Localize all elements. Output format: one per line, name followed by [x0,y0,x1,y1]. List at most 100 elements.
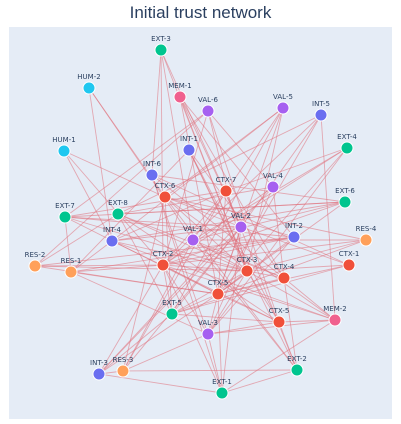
node-INT-6[interactable] [145,168,159,182]
node-CTX-5[interactable] [211,287,225,301]
edge-EXT-7-RES-1 [64,216,72,273]
edge-INT-2-CTX-2 [162,236,295,266]
node-VAL-6[interactable] [201,104,215,118]
chart-title: Initial trust network [129,3,272,22]
node-MEM-1[interactable] [173,90,187,104]
edge-CTX-6-INT-2 [164,196,295,238]
node-label-EXT-2: EXT-2 [287,355,307,363]
node-RES-1[interactable] [64,265,78,279]
node-EXT-7[interactable] [58,210,72,224]
node-label-CTX-5b: CTX-5 [269,307,290,315]
node-EXT-5[interactable] [165,307,179,321]
node-VAL-5[interactable] [276,101,290,115]
edge-HUM-2-VAL-1 [88,87,194,241]
edge-EXT-7-VAL-2 [64,216,242,228]
edge-RES-1-CTX-2 [70,264,164,273]
node-INT-4[interactable] [105,234,119,248]
edge-CTX-5-EXT-5 [171,293,219,315]
edge-EXT-8-CTX-4 [117,213,285,279]
node-MEM-2[interactable] [328,313,342,327]
node-label-EXT-7: EXT-7 [55,202,75,210]
node-INT-3[interactable] [92,367,106,381]
edge-CTX-7-RES-3 [122,190,227,372]
edge-VAL-2-RES-3 [122,226,242,372]
node-CTX-6[interactable] [158,190,172,204]
node-VAL-1[interactable] [186,233,200,247]
edge-CTX-5-CTX-5b [217,293,280,323]
node-label-MEM-2: MEM-2 [323,305,346,313]
node-label-RES-2: RES-2 [25,251,46,259]
edge-INT-5-EXT-8 [117,114,322,215]
edge-CTX-7-EXT-2 [225,190,298,371]
edge-EXT-8-RES-2 [34,213,119,267]
node-EXT-2[interactable] [290,363,304,377]
edge-RES-3-CTX-6 [122,196,166,372]
edge-VAL-2-INT-4 [111,226,242,242]
edge-EXT-2-EXT-1 [221,369,298,394]
edge-INT-6-EXT-6 [151,174,346,203]
edge-EXT-3-CTX-2 [160,49,164,266]
node-HUM-1[interactable] [57,144,71,158]
node-CTX-5b[interactable] [272,315,286,329]
node-RES-3[interactable] [116,364,130,378]
edge-VAL-1-RES-3 [122,239,194,372]
node-INT-2[interactable] [287,230,301,244]
edge-CTX-1-VAL-2 [240,226,350,266]
edge-VAL-4-INT-3 [98,186,274,375]
node-label-CTX-3: CTX-3 [237,256,258,264]
node-EXT-1[interactable] [215,386,229,400]
node-CTX-1[interactable] [342,258,356,272]
node-INT-5[interactable] [314,108,328,122]
node-RES-4[interactable] [359,233,373,247]
node-CTX-7[interactable] [219,184,233,198]
edge-CTX-7-EXT-7 [64,190,227,218]
node-VAL-2[interactable] [234,220,248,234]
node-label-CTX-4: CTX-4 [274,263,295,271]
node-EXT-8[interactable] [111,207,125,221]
edge-CTX-1-CTX-3 [246,264,350,272]
edge-HUM-1-CTX-6 [63,150,166,198]
edge-MEM-2-VAL-3 [207,319,336,335]
edge-EXT-8-CTX-5b [117,213,280,323]
node-label-RES-1: RES-1 [61,257,82,265]
edge-RES-2-CTX-2 [34,264,164,267]
edge-HUM-2-INT-4 [88,87,113,242]
edge-EXT-4-CTX-7 [225,147,348,192]
node-EXT-4[interactable] [340,141,354,155]
edge-EXT-8-EXT-5 [117,213,173,315]
node-CTX-3[interactable] [240,264,254,278]
edge-CTX-3-EXT-5 [171,270,248,315]
node-label-CTX-6: CTX-6 [155,182,176,190]
node-RES-2[interactable] [28,259,42,273]
node-VAL-4[interactable] [266,180,280,194]
edge-EXT-2-RES-3 [122,369,298,372]
node-label-EXT-6: EXT-6 [335,187,355,195]
edge-CTX-3-VAL-3 [207,270,248,335]
node-CTX-4[interactable] [277,271,291,285]
edge-CTX-1-EXT-5 [171,264,350,315]
node-VAL-3[interactable] [201,327,215,341]
node-layer [28,43,373,400]
edge-CTX-5b-VAL-3 [207,321,280,335]
edge-INT-5-MEM-2 [320,114,336,321]
node-label-CTX-5: CTX-5 [208,279,229,287]
edge-CTX-5-EXT-1 [217,293,223,394]
node-EXT-6[interactable] [338,195,352,209]
edge-VAL-4-EXT-8 [117,186,274,215]
node-label-RES-4: RES-4 [356,225,377,233]
edge-HUM-1-INT-4 [63,150,113,242]
edge-EXT-3-VAL-1 [160,49,194,241]
edge-layer [34,49,367,394]
node-EXT-3[interactable] [154,43,168,57]
node-HUM-2[interactable] [82,81,96,95]
edge-INT-2-RES-1 [70,236,295,273]
node-CTX-2[interactable] [156,258,170,272]
node-INT-1[interactable] [182,143,196,157]
edge-INT-3-EXT-1 [98,373,223,394]
edge-EXT-4-VAL-3 [207,147,348,335]
node-label-INT-2: INT-2 [285,222,303,230]
node-label-VAL-5: VAL-5 [273,93,293,101]
edge-VAL-5-VAL-1 [192,107,284,241]
node-label-CTX-7: CTX-7 [216,176,237,184]
